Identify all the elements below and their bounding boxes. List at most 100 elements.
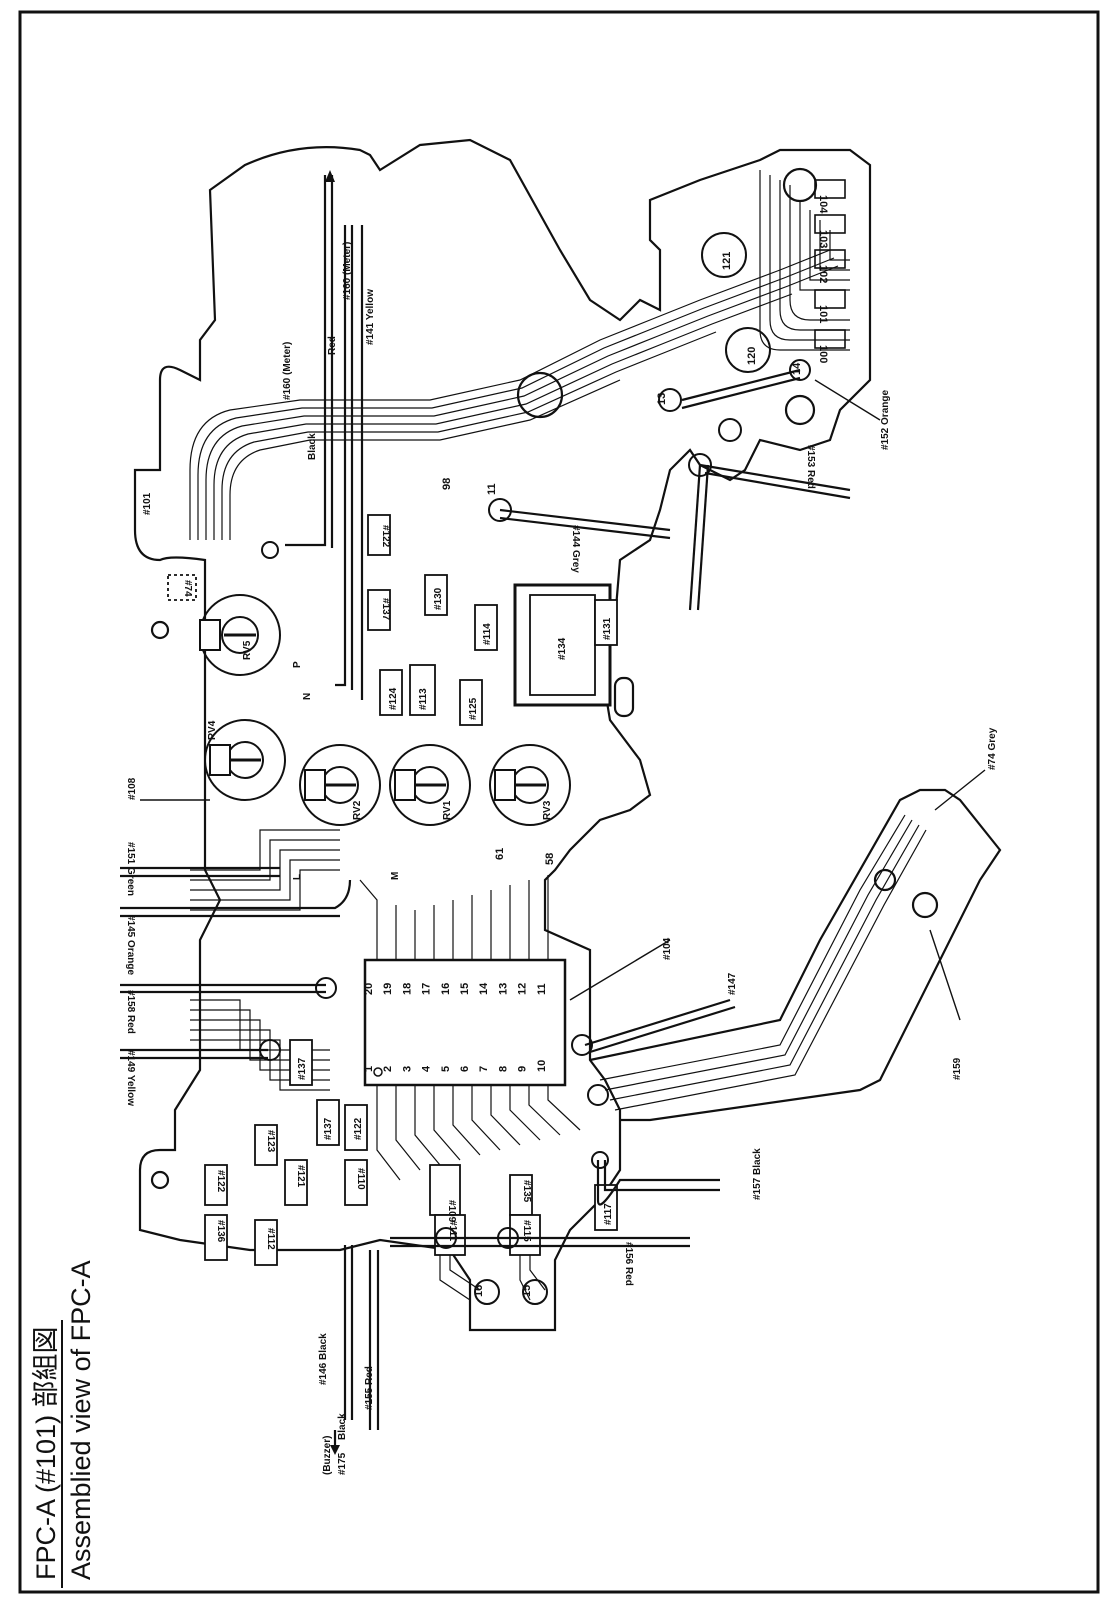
- part-137-low-box: [289, 1039, 313, 1086]
- part-108-label: #108: [127, 777, 138, 800]
- wire-red-label: Red: [327, 336, 338, 355]
- part-159-label: #159: [952, 1057, 963, 1080]
- part-137a-label: #137: [380, 598, 391, 621]
- ic-pin-label: 3: [401, 1066, 413, 1072]
- ic-pin-label: 15: [459, 983, 471, 995]
- part-137b-label: #137: [323, 1117, 334, 1140]
- pad-58-label: 58: [544, 853, 556, 865]
- pad-4: [587, 1084, 609, 1106]
- terminal-n-label: N: [302, 693, 313, 700]
- wire-black-label: Black: [307, 433, 318, 460]
- wire-152-label: #152 Orange: [880, 390, 891, 450]
- pad-3: [571, 1034, 593, 1056]
- ic-pin-label: 4: [421, 1065, 433, 1072]
- board-outline: [133, 138, 1002, 1332]
- arrow-heads: [325, 170, 340, 1455]
- terminal-p-label: P: [292, 661, 303, 668]
- pad-102-label: 102: [817, 265, 829, 283]
- ic-ref-label: #104: [662, 937, 673, 960]
- page-subtitle: Assemblied view of FPC-A: [66, 1260, 96, 1580]
- part-123-label: #123: [265, 1130, 276, 1153]
- part-113-label: #113: [418, 688, 429, 710]
- part-123-box: [254, 1124, 278, 1166]
- part-114-box: [474, 604, 498, 651]
- part-112-box: [254, 1219, 278, 1266]
- part-136-box: [204, 1214, 228, 1261]
- leader-lines: [140, 379, 986, 1021]
- part-109-box: [429, 1164, 461, 1216]
- trimmer-group: [199, 594, 571, 826]
- ic-pin-label: 10: [536, 1060, 548, 1072]
- part-125-label: #125: [468, 697, 479, 720]
- part-113-box: [409, 664, 436, 716]
- part-137c-label: #137: [297, 1057, 308, 1080]
- ic-pin-label: 1: [363, 1066, 375, 1072]
- part-122-bottom-box: [204, 1164, 228, 1206]
- part-114-label: #114: [482, 623, 493, 645]
- ic-pin-label: 5: [440, 1066, 452, 1072]
- pad-16: [474, 1279, 500, 1305]
- part-110-box: [344, 1159, 368, 1206]
- connector-fingers: [814, 179, 846, 349]
- part-134-label: #134: [557, 637, 568, 660]
- part-121-label: #121: [295, 1165, 306, 1188]
- ic-pin-label: 13: [497, 983, 509, 995]
- pad-101-label: 101: [817, 305, 829, 323]
- pad-13-label: 13: [656, 393, 668, 405]
- ic-pin-label: 9: [517, 1066, 529, 1072]
- wires: [120, 175, 851, 1448]
- trimmer-rv4: [204, 719, 286, 801]
- ic-pin-label: 19: [382, 983, 394, 995]
- rv2-label: RV2: [352, 800, 363, 820]
- part-115-label: #115: [521, 1220, 532, 1242]
- ic-pin-label: 16: [440, 983, 452, 995]
- ic-pin-label: 11: [536, 983, 548, 995]
- wire-74-label: #74 Grey: [987, 727, 998, 770]
- terminal-l-label: L: [292, 874, 303, 880]
- wire-156-label: #156 Red: [623, 1242, 634, 1286]
- ic-pin-label: 12: [517, 983, 529, 995]
- part-122-top-box: [367, 514, 391, 556]
- part-122a-label: #122: [380, 525, 391, 548]
- page-title: FPC-A (#101) 部組図: [31, 1326, 61, 1580]
- part-109-label: #109: [446, 1200, 457, 1223]
- ic-pin-label: 14: [478, 982, 490, 995]
- part-125-box: [459, 679, 483, 726]
- component-boxes: [167, 514, 618, 1266]
- part-131-box: [594, 599, 618, 646]
- pad-61-label: 61: [494, 848, 506, 860]
- ic-pin-label: 2: [382, 1066, 394, 1072]
- part-137-top-box: [367, 589, 391, 631]
- pad-11: [488, 498, 512, 522]
- part-135-label: #135: [521, 1180, 532, 1203]
- pad-104-label: 104: [817, 195, 829, 214]
- pad-11-label: 11: [486, 483, 498, 495]
- ic-pin-label: 6: [459, 1066, 471, 1072]
- part-134-inner: [529, 594, 596, 696]
- part-122b-label: #122: [353, 1117, 364, 1140]
- trimmer-rv5: [199, 594, 281, 676]
- part-130-label: #130: [433, 587, 444, 610]
- wire-153-label: #153 Red: [805, 445, 816, 489]
- pad-2: [261, 541, 279, 559]
- part-131-label: #131: [602, 617, 613, 640]
- part-122-mid-box: [344, 1104, 368, 1151]
- ic-pin-label: 17: [421, 983, 433, 995]
- wire-155-label: #155 Red: [364, 1366, 375, 1410]
- wire-160a-label: #160 (Meter): [282, 342, 293, 400]
- pad-13: [658, 388, 682, 412]
- wire-149-label: #149 Yellow: [125, 1050, 136, 1106]
- part-74-label: #74: [182, 580, 193, 597]
- part-124-box: [379, 669, 403, 716]
- ic-pin-label: 20: [363, 983, 375, 995]
- trimmer-rv3: [489, 744, 571, 826]
- buzzer-ref: #175: [337, 1452, 348, 1475]
- wire-144-label: #144 Grey: [570, 525, 581, 573]
- pad-5: [591, 1151, 609, 1169]
- wire-157-label: #157 Black: [752, 1148, 763, 1200]
- pad-120: [725, 327, 771, 373]
- rv5-label: RV5: [242, 640, 253, 660]
- rv1-label: RV1: [442, 800, 453, 820]
- board-ref-label: #101: [142, 492, 153, 515]
